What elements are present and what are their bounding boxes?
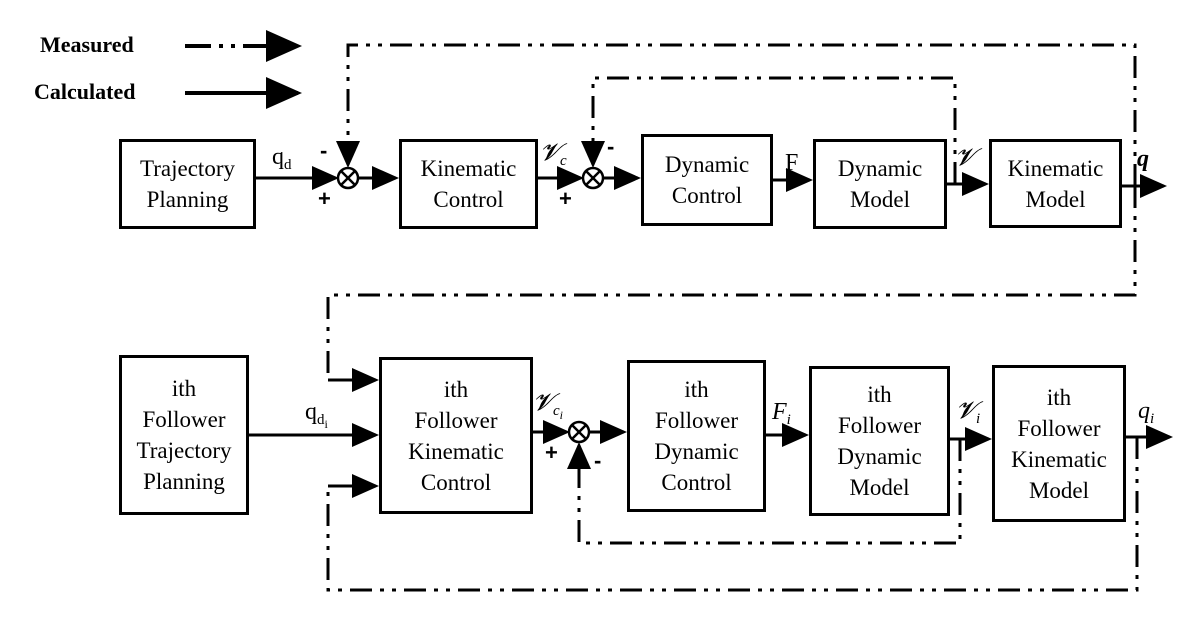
block-dynamic-control: Dynamic Control: [641, 134, 773, 226]
block-kinematic-model: Kinematic Model: [989, 139, 1122, 228]
block-label: Trajectory: [140, 156, 235, 181]
block-label: Control: [420, 469, 492, 495]
block-label: Model: [1025, 186, 1086, 212]
signal-label-Fi: Fi: [772, 399, 791, 428]
plus-sign-junction-3: +: [545, 440, 558, 465]
signal-label-qd: qd: [272, 144, 292, 173]
block-label: Kinematic: [420, 156, 517, 181]
signal-label-vc: 𝓥c: [540, 140, 567, 169]
block-follower-trajectory-planning: ith Follower Trajectory Planning: [119, 355, 249, 515]
legend-calculated-label: Calculated: [34, 79, 136, 104]
signal-label-q: q: [1137, 146, 1149, 172]
block-follower-dynamic-model: ith Follower Dynamic Model: [809, 366, 950, 516]
block-label: Follower: [654, 408, 739, 433]
plus-sign-junction-2: +: [559, 186, 572, 211]
summing-junction-1: [336, 166, 360, 190]
signal-label-v: 𝓥: [955, 145, 975, 171]
minus-sign-junction-3: -: [594, 448, 602, 473]
block-trajectory-planning: Trajectory Planning: [119, 139, 256, 229]
block-label: ith: [1046, 384, 1072, 410]
block-label: ith: [867, 382, 892, 407]
block-label: Planning: [146, 187, 229, 212]
summing-junction-2: [581, 166, 605, 190]
block-label: Dynamic: [837, 156, 923, 181]
minus-sign-junction-1: -: [320, 138, 328, 163]
block-label: Kinematic: [1007, 155, 1104, 181]
legend-measured-label: Measured: [40, 32, 134, 57]
block-follower-kinematic-model: ith Follower Kinematic Model: [992, 365, 1126, 522]
minus-sign-junction-2: -: [607, 134, 615, 159]
block-label: Dynamic: [837, 444, 922, 469]
block-label: Model: [849, 187, 911, 212]
block-label: Kinematic: [408, 438, 504, 464]
block-label: Follower: [1017, 415, 1101, 441]
block-label: Follower: [142, 407, 226, 432]
block-follower-dynamic-control: ith Follower Dynamic Control: [627, 360, 766, 512]
summing-junction-3: [567, 420, 591, 444]
block-label: Model: [849, 475, 910, 500]
block-label: ith: [443, 376, 469, 402]
measured-link-to-follower: [326, 186, 1137, 380]
signal-label-F: F: [785, 150, 799, 176]
signal-label-qdi: qdi: [305, 399, 328, 431]
signal-label-vci: 𝓥ci: [533, 390, 564, 422]
block-label: Control: [671, 183, 743, 208]
block-label: Follower: [414, 407, 498, 433]
block-label: Planning: [143, 469, 225, 494]
signal-label-vi: 𝓥i: [956, 398, 981, 427]
block-label: ith: [171, 376, 197, 401]
block-label: Follower: [837, 413, 922, 438]
block-label: ith: [684, 377, 709, 402]
block-dynamic-model: Dynamic Model: [813, 139, 947, 229]
block-follower-kinematic-control: ith Follower Kinematic Control: [379, 357, 533, 514]
feedback-velocity-top: [581, 76, 957, 184]
block-label: Trajectory: [136, 438, 232, 463]
feedback-pose-bottom: [326, 437, 1139, 592]
feedback-pose-top: [336, 43, 1137, 186]
block-label: Dynamic: [664, 152, 750, 177]
block-kinematic-control: Kinematic Control: [399, 139, 538, 229]
block-label: Dynamic: [654, 439, 739, 464]
signal-label-qi: qi: [1138, 398, 1155, 427]
plus-sign-junction-1: +: [318, 186, 331, 211]
block-label: Model: [1028, 477, 1090, 503]
block-label: Control: [433, 187, 504, 212]
block-label: Kinematic: [1011, 446, 1107, 472]
block-label: Control: [661, 470, 732, 495]
